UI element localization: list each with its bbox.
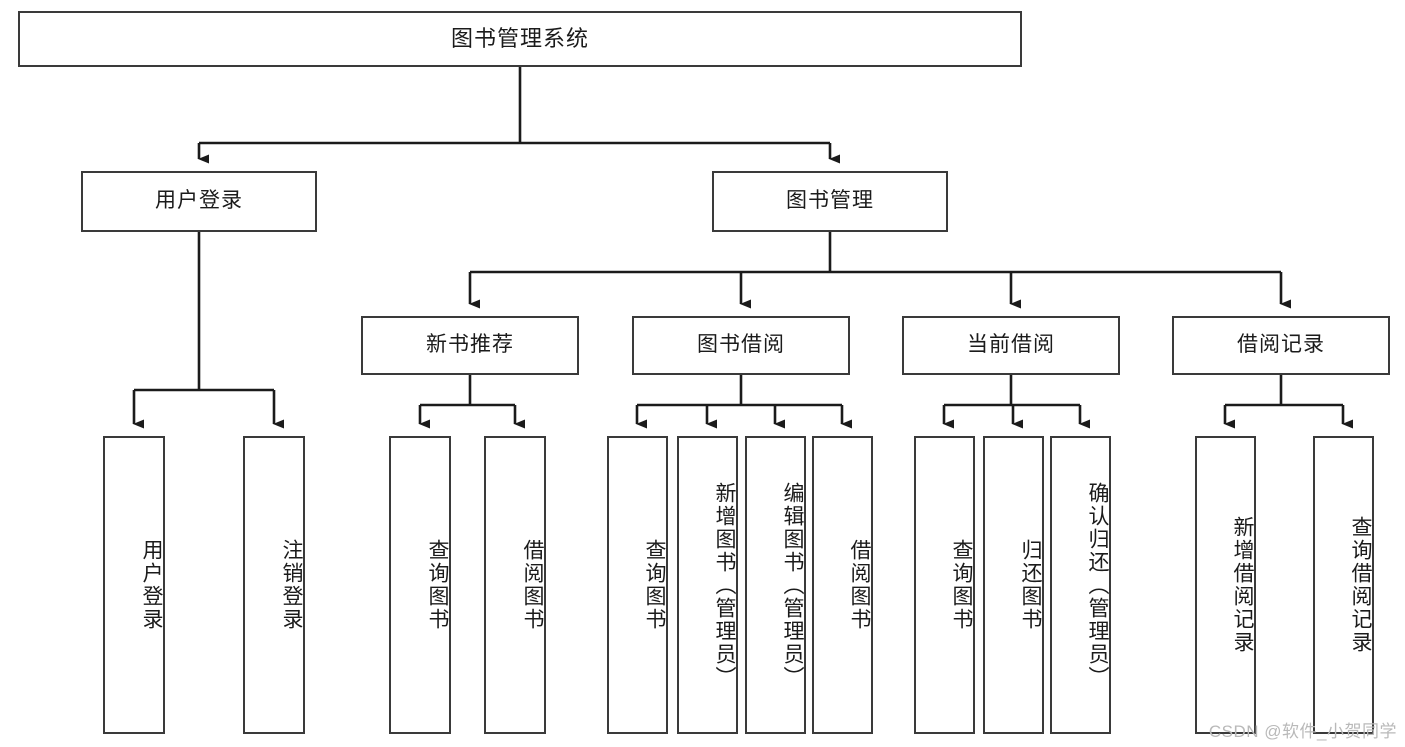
node-book-borrow[interactable]: 图书借阅 — [632, 316, 850, 375]
node-book-management-module[interactable]: 图书管理 — [712, 171, 948, 232]
node-label: 注销登录 — [280, 539, 303, 631]
node-label: 借阅记录 — [1237, 333, 1325, 357]
node-label: 借阅图书 — [521, 539, 544, 631]
node-leaf-borrow-edit-book[interactable]: 编辑图书（管理员） — [745, 436, 806, 734]
node-label: 图书管理 — [786, 189, 874, 213]
node-label: 当前借阅 — [967, 333, 1055, 357]
node-label: 图书借阅 — [697, 333, 785, 357]
node-label: 确认归还（管理员） — [1086, 481, 1109, 689]
node-new-book-recommend[interactable]: 新书推荐 — [361, 316, 579, 375]
node-leaf-record-add-record[interactable]: 新增借阅记录 — [1195, 436, 1256, 734]
watermark: CSDN @软件_小贺同学 — [1208, 722, 1397, 741]
node-label: 新增图书（管理员） — [713, 481, 736, 689]
node-leaf-newbook-borrow-book[interactable]: 借阅图书 — [484, 436, 546, 734]
node-label: 新增借阅记录 — [1231, 516, 1254, 654]
node-leaf-user-login[interactable]: 用户登录 — [103, 436, 165, 734]
node-label: 图书管理系统 — [450, 26, 589, 52]
node-leaf-borrow-add-book[interactable]: 新增图书（管理员） — [677, 436, 738, 734]
node-user-login-module[interactable]: 用户登录 — [81, 171, 317, 232]
node-leaf-current-query-book[interactable]: 查询图书 — [914, 436, 975, 734]
node-label: 查询图书 — [950, 539, 973, 631]
node-current-borrow[interactable]: 当前借阅 — [902, 316, 1120, 375]
node-label: 查询图书 — [643, 539, 666, 631]
node-label: 查询图书 — [426, 539, 449, 631]
node-leaf-current-confirm-return[interactable]: 确认归还（管理员） — [1050, 436, 1111, 734]
node-label: 新书推荐 — [426, 333, 514, 357]
node-label: 借阅图书 — [848, 539, 871, 631]
node-borrow-record[interactable]: 借阅记录 — [1172, 316, 1390, 375]
node-leaf-borrow-borrow-book[interactable]: 借阅图书 — [812, 436, 873, 734]
node-label: 用户登录 — [140, 539, 163, 631]
node-leaf-borrow-query-book[interactable]: 查询图书 — [607, 436, 668, 734]
node-label: 编辑图书（管理员） — [781, 481, 804, 689]
node-leaf-newbook-query-book[interactable]: 查询图书 — [389, 436, 451, 734]
node-leaf-record-query-record[interactable]: 查询借阅记录 — [1313, 436, 1374, 734]
node-leaf-user-logout[interactable]: 注销登录 — [243, 436, 305, 734]
node-label: 用户登录 — [155, 189, 243, 213]
node-label: 归还图书 — [1019, 539, 1042, 631]
node-label: 查询借阅记录 — [1349, 516, 1372, 654]
node-leaf-current-return-book[interactable]: 归还图书 — [983, 436, 1044, 734]
node-root[interactable]: 图书管理系统 — [18, 11, 1022, 67]
